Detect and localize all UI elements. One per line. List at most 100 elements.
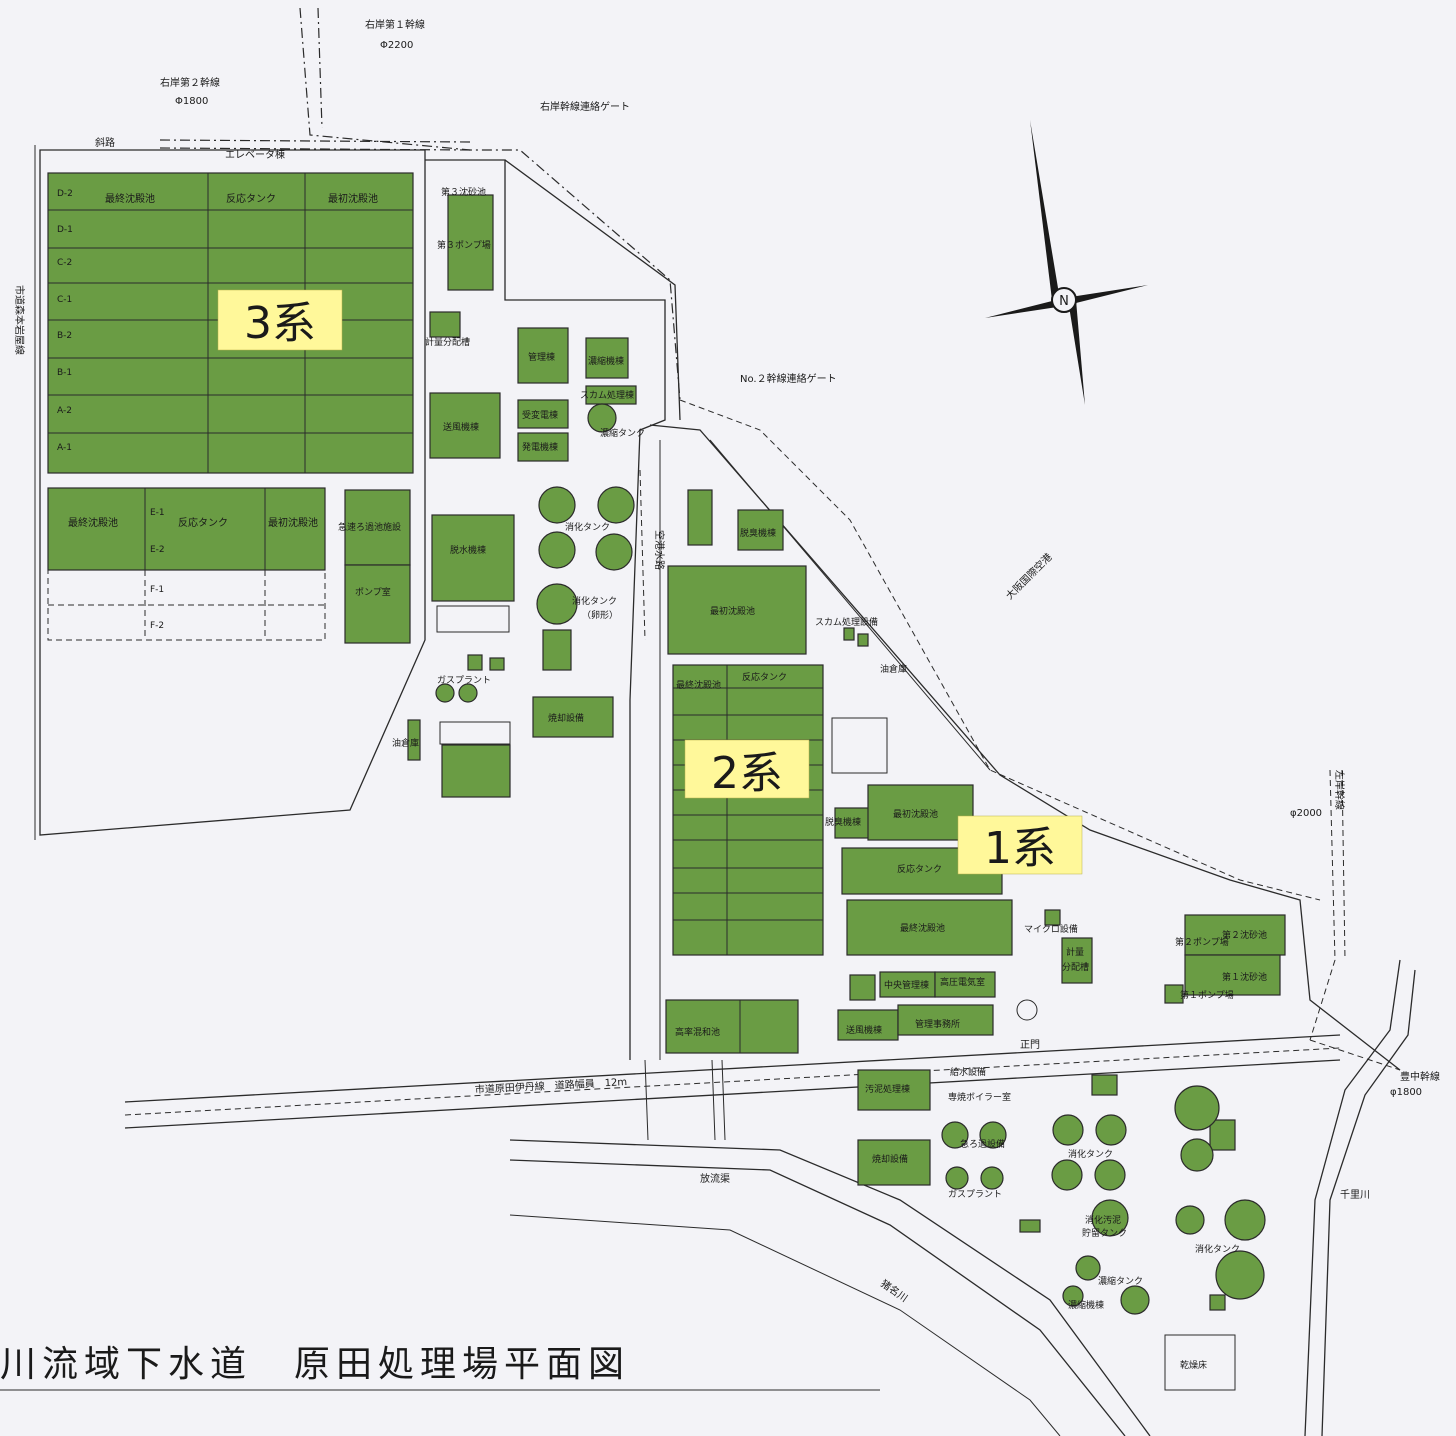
sys1-labels: 脱臭機棟 最初沈殿池 反応タンク 最終沈殿池 マイクロ設備 計量 分配槽 第２ポ… <box>825 808 1267 1371</box>
svg-text:消化汚泥: 消化汚泥 <box>1085 1214 1121 1226</box>
svg-text:スカム処理棟: スカム処理棟 <box>580 389 634 401</box>
svg-text:A-1: A-1 <box>57 443 72 453</box>
svg-text:受変電棟: 受変電棟 <box>522 409 558 421</box>
svg-text:第３沈砂池: 第３沈砂池 <box>441 186 486 198</box>
svg-text:管理棟: 管理棟 <box>528 351 555 363</box>
svg-text:E-1: E-1 <box>150 508 165 518</box>
pipe-labels: 右岸第１幹線 Φ2200 右岸第２幹線 Φ1800 右岸幹線連絡ゲート No.２… <box>95 18 1440 1185</box>
svg-text:斜路: 斜路 <box>95 136 115 149</box>
svg-text:反応タンク: 反応タンク <box>897 863 942 875</box>
svg-text:第３ポンプ場: 第３ポンプ場 <box>437 239 491 251</box>
svg-text:D-1: D-1 <box>57 225 73 235</box>
zone-label-1: 1系 <box>957 815 1083 875</box>
svg-text:反応タンク: 反応タンク <box>178 516 228 529</box>
svg-text:最終沈殿池: 最終沈殿池 <box>676 679 721 691</box>
svg-text:濃縮タンク: 濃縮タンク <box>600 427 645 439</box>
svg-text:専焼ボイラー室: 専焼ボイラー室 <box>948 1091 1011 1103</box>
svg-text:計量分配槽: 計量分配槽 <box>425 336 470 348</box>
sys2-labels: 脱臭機棟 最初沈殿池 スカム処理設備 油倉庫 最終沈殿池 反応タンク 高率混和池 <box>675 527 907 1038</box>
svg-text:Φ2200: Φ2200 <box>380 40 413 51</box>
sys3-block <box>47 172 637 798</box>
svg-text:高率混和池: 高率混和池 <box>675 1026 720 1038</box>
svg-text:発電機棟: 発電機棟 <box>522 441 558 453</box>
svg-text:脱臭機棟: 脱臭機棟 <box>825 816 861 828</box>
svg-text:最終沈殿池: 最終沈殿池 <box>900 922 945 934</box>
svg-text:油倉庫: 油倉庫 <box>880 663 907 675</box>
svg-text:焼却設備: 焼却設備 <box>872 1153 908 1165</box>
svg-text:焼却設備: 焼却設備 <box>548 712 584 724</box>
svg-text:空港水路: 空港水路 <box>653 530 666 570</box>
svg-text:貯留タンク: 貯留タンク <box>1082 1227 1127 1239</box>
svg-text:脱水機棟: 脱水機棟 <box>450 544 486 556</box>
svg-text:送風機棟: 送風機棟 <box>846 1024 882 1036</box>
svg-text:中央管理棟: 中央管理棟 <box>884 979 929 991</box>
zone-label-3: 3系 <box>217 289 343 351</box>
main-road <box>124 1034 1341 1129</box>
svg-text:濃縮機棟: 濃縮機棟 <box>1068 1299 1104 1311</box>
svg-text:第２ポンプ場: 第２ポンプ場 <box>1175 936 1229 948</box>
svg-text:B-2: B-2 <box>57 331 72 341</box>
north-arrow-icon: N <box>985 120 1148 405</box>
svg-text:C-2: C-2 <box>57 258 72 268</box>
svg-text:（卵形）: （卵形） <box>582 609 618 621</box>
sys2-block <box>665 489 888 1054</box>
svg-text:送風機棟: 送風機棟 <box>443 421 479 433</box>
sys1-block <box>834 784 1286 1391</box>
svg-text:分配槽: 分配槽 <box>1062 961 1089 973</box>
svg-text:放流渠: 放流渠 <box>700 1172 730 1185</box>
svg-text:消化タンク: 消化タンク <box>565 521 610 533</box>
svg-text:スカム処理設備: スカム処理設備 <box>815 616 878 628</box>
svg-text:反応タンク: 反応タンク <box>742 671 787 683</box>
svg-text:エレベータ棟: エレベータ棟 <box>225 148 285 161</box>
svg-text:計量: 計量 <box>1066 946 1084 958</box>
svg-text:給水設備: 給水設備 <box>950 1066 986 1078</box>
svg-text:高圧電気室: 高圧電気室 <box>940 976 985 988</box>
trunk-pipelines <box>159 7 1401 1071</box>
svg-text:A-2: A-2 <box>57 406 72 416</box>
svg-text:最終沈殿池: 最終沈殿池 <box>105 192 155 205</box>
svg-text:急ろ過設備: 急ろ過設備 <box>960 1138 1005 1150</box>
svg-text:最初沈殿池: 最初沈殿池 <box>268 516 318 529</box>
svg-text:E-2: E-2 <box>150 545 165 555</box>
svg-text:濃縮機棟: 濃縮機棟 <box>588 355 624 367</box>
svg-text:反応タンク: 反応タンク <box>226 192 276 205</box>
svg-text:消化タンク: 消化タンク <box>1068 1148 1113 1160</box>
svg-text:大阪国際空港: 大阪国際空港 <box>1003 551 1055 603</box>
svg-text:ガスプラント: ガスプラント <box>948 1189 1002 1200</box>
svg-text:第２沈砂池: 第２沈砂池 <box>1222 929 1267 941</box>
svg-text:3系: 3系 <box>244 298 316 349</box>
svg-text:最初沈殿池: 最初沈殿池 <box>328 192 378 205</box>
svg-text:右岸第２幹線: 右岸第２幹線 <box>160 76 220 89</box>
svg-text:C-1: C-1 <box>57 295 72 305</box>
svg-text:B-1: B-1 <box>57 368 72 378</box>
svg-text:濃縮タンク: 濃縮タンク <box>1098 1275 1143 1287</box>
svg-text:右岸第１幹線: 右岸第１幹線 <box>365 18 425 31</box>
svg-text:油倉庫: 油倉庫 <box>392 737 419 749</box>
svg-text:N: N <box>1059 294 1069 309</box>
svg-text:最初沈殿池: 最初沈殿池 <box>710 605 755 617</box>
site-boundaries <box>34 145 1401 1071</box>
svg-text:Φ1800: Φ1800 <box>175 96 208 107</box>
svg-text:左岸幹線: 左岸幹線 <box>1333 770 1346 810</box>
svg-text:正門: 正門 <box>1020 1039 1040 1051</box>
svg-text:汚泥処理棟: 汚泥処理棟 <box>865 1083 910 1095</box>
svg-text:第１ポンプ場: 第１ポンプ場 <box>1180 989 1234 1001</box>
svg-text:F-2: F-2 <box>150 621 164 631</box>
svg-text:2系: 2系 <box>711 748 783 799</box>
svg-text:D-2: D-2 <box>57 189 73 199</box>
svg-text:ポンプ室: ポンプ室 <box>355 586 391 598</box>
svg-text:マイクロ設備: マイクロ設備 <box>1024 923 1078 935</box>
svg-text:消化タンク: 消化タンク <box>1195 1243 1240 1255</box>
svg-text:φ1800: φ1800 <box>1390 1087 1422 1098</box>
svg-text:最終沈殿池: 最終沈殿池 <box>68 516 118 529</box>
svg-text:第１沈砂池: 第１沈砂池 <box>1222 971 1267 983</box>
svg-text:管理事務所: 管理事務所 <box>915 1018 960 1030</box>
zone-label-2: 2系 <box>684 739 810 799</box>
svg-text:市道森本岩屋線: 市道森本岩屋線 <box>13 285 26 355</box>
svg-text:ガスプラント: ガスプラント <box>437 675 491 686</box>
svg-text:右岸幹線連絡ゲート: 右岸幹線連絡ゲート <box>540 100 630 113</box>
svg-text:F-1: F-1 <box>150 585 164 595</box>
svg-text:φ2000: φ2000 <box>1290 808 1322 819</box>
svg-text:No.２幹線連絡ゲート: No.２幹線連絡ゲート <box>740 372 837 385</box>
